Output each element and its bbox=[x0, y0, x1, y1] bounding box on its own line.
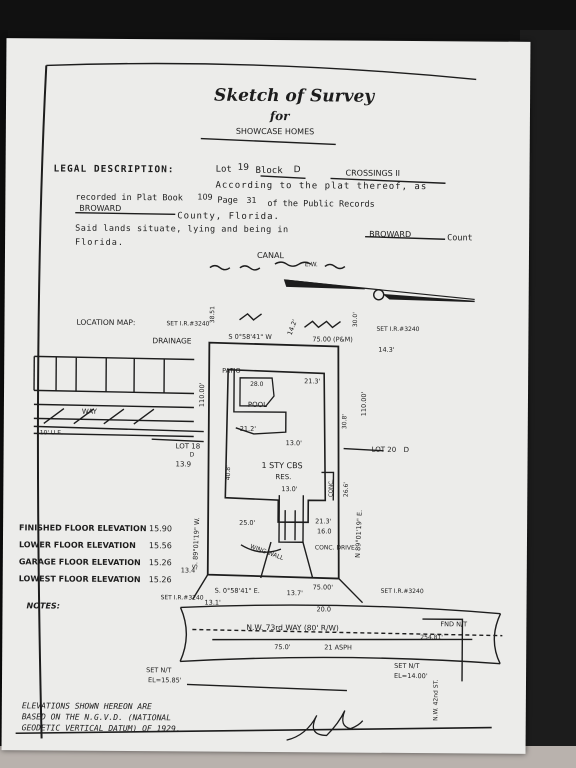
side-street-label: N.W. 42nd ST. bbox=[432, 679, 440, 721]
dark-background-top bbox=[0, 0, 576, 40]
dim-21-2: 21.2' bbox=[239, 424, 257, 433]
easement-label: E.W. bbox=[304, 261, 318, 269]
legal-line-5b: Count bbox=[447, 233, 473, 244]
elevation-left: EL=15.85' bbox=[147, 676, 182, 685]
title-underline bbox=[200, 137, 336, 146]
client-name: SHOWCASE HOMES bbox=[235, 126, 315, 137]
survey-title: Sketch of Survey bbox=[214, 85, 375, 107]
legal-line-2: According to the plat thereof, as bbox=[215, 180, 428, 193]
survey-drawing bbox=[15, 62, 503, 741]
dim-13-7: 13.7' bbox=[286, 589, 303, 598]
lot-20-block: D bbox=[403, 445, 410, 454]
concrete-walk-label: CONC. bbox=[328, 479, 335, 498]
legal-line-4: County, Florida. bbox=[177, 211, 280, 223]
frame-bottom-line bbox=[15, 726, 492, 735]
dim-40-8: 40.8' bbox=[224, 465, 233, 481]
dim-38-51: 38.51 bbox=[209, 306, 217, 324]
dim-30-8: 30.8' bbox=[341, 414, 349, 430]
set-nail-right: SET N/T bbox=[394, 661, 420, 671]
patio-label: PATIO bbox=[222, 366, 241, 375]
footer-line-2: BASED ON THE N.G.V.D. (NATIONAL bbox=[21, 712, 172, 723]
dim-254-81: 254.81' bbox=[420, 634, 443, 642]
left-side-distance: 110.00' bbox=[197, 382, 207, 408]
bottom-bearing: S. 0°58'41" E. bbox=[214, 586, 260, 595]
found-nail-tab: FND N/T bbox=[440, 620, 468, 629]
county-name: BROWARD bbox=[79, 203, 122, 213]
set-iron-rod-top-right: SET I.R.#3240 bbox=[376, 325, 420, 334]
dim-20-0: 20.0 bbox=[316, 605, 332, 614]
set-nail-left: SET N/T bbox=[146, 666, 172, 675]
elevation-label: LOWER FLOOR ELEVATION bbox=[18, 540, 136, 551]
elevation-value: 15.26 bbox=[148, 575, 172, 585]
dim-13-9: 13.9 bbox=[175, 460, 192, 469]
footer-line-1: ELEVATIONS SHOWN HEREON ARE bbox=[21, 701, 152, 712]
dim-26-6: 26.6' bbox=[342, 482, 350, 498]
right-side-distance: 110.00' bbox=[359, 391, 369, 417]
asphalt-label: 21 ASPH bbox=[324, 643, 352, 652]
dim-13-1: 13.1' bbox=[204, 598, 221, 607]
set-iron-rod-bottom-right: SET I.R.#3240 bbox=[380, 587, 424, 596]
pool-label: POOL bbox=[247, 400, 268, 410]
lot-20-label: LOT 20 bbox=[371, 445, 397, 454]
legal-line-3b: of the Public Records bbox=[267, 199, 375, 210]
footer-line-3: GEODETIC VERTICAL DATUM) OF 1929. bbox=[21, 723, 181, 734]
drainage-label: DRAINAGE bbox=[152, 336, 192, 346]
lot-number: 19 bbox=[237, 162, 250, 173]
pool-dimension: 28.0 bbox=[250, 380, 264, 388]
county-name-2: BROWARD bbox=[369, 229, 412, 240]
dim-30-0: 30.0' bbox=[351, 312, 360, 328]
elevation-value: 15.26 bbox=[148, 558, 172, 568]
elevation-right: EL=14.00' bbox=[394, 671, 428, 681]
block-prefix: Block bbox=[255, 165, 283, 177]
block-letter: D bbox=[293, 165, 301, 176]
concrete-drive-label: CONC. DRIVE bbox=[314, 544, 355, 552]
frame-top-line bbox=[46, 62, 477, 81]
canal-label: CANAL bbox=[256, 250, 284, 261]
dim-13-0b: 13.0' bbox=[281, 485, 298, 494]
dim-25-0: 25.0' bbox=[239, 518, 256, 527]
subdivision-name: CROSSINGS II bbox=[345, 168, 401, 178]
dim-13-4: 13.4' bbox=[180, 566, 198, 575]
legal-line-6: Florida. bbox=[75, 237, 125, 249]
elevation-label: FINISHED FLOOR ELEVATION bbox=[19, 523, 147, 534]
top-bearing: S 0°58'41" W bbox=[228, 332, 272, 342]
dim-21-3: 21.3' bbox=[304, 377, 321, 386]
notes-label: NOTES: bbox=[26, 601, 60, 611]
signature-mark bbox=[286, 710, 364, 741]
street-name: N.W. 73rd WAY (80' R/W) bbox=[246, 622, 339, 633]
dim-14-3: 14.3' bbox=[378, 345, 395, 354]
dim-16-0: 16.0 bbox=[317, 527, 332, 536]
residence-label-2: RES. bbox=[275, 473, 292, 482]
lot-prefix: Lot bbox=[215, 164, 232, 175]
set-iron-rod-bottom-left: SET I.R.#3240 bbox=[160, 594, 204, 602]
way-label: WAY bbox=[81, 407, 97, 416]
lot-18-label: LOT 18 bbox=[175, 442, 201, 451]
location-map-label: LOCATION MAP: bbox=[76, 317, 136, 328]
legal-label: LEGAL DESCRIPTION: bbox=[53, 163, 175, 176]
elevation-value: 15.56 bbox=[148, 541, 172, 551]
plat-book: 109 bbox=[197, 192, 213, 202]
house-outline bbox=[224, 368, 327, 524]
legal-line-5a: Said lands situate, lying and being in bbox=[75, 223, 289, 236]
elevation-label: LOWEST FLOOR ELEVATION bbox=[18, 574, 141, 585]
dim-21-3b: 21.3' bbox=[315, 517, 332, 526]
legal-line-3a: recorded in Plat Book bbox=[75, 192, 183, 204]
elevation-label: GARAGE FLOOR ELEVATION bbox=[18, 557, 141, 568]
page-number: 31 bbox=[246, 195, 257, 205]
lot-18-block: D bbox=[189, 451, 195, 459]
street-width: 75.0' bbox=[274, 643, 291, 652]
residence-label-1: 1 STY CBS bbox=[261, 460, 303, 471]
bottom-distance: 75.00' bbox=[312, 583, 334, 592]
set-iron-rod-top-left: SET I.R.#3240 bbox=[166, 320, 210, 328]
elevation-value: 15.90 bbox=[149, 524, 173, 534]
pool-outline bbox=[239, 377, 275, 407]
survey-paper: Sketch of Survey for SHOWCASE HOMES LEGA… bbox=[1, 38, 531, 754]
ue-left-label: 10' U.E. bbox=[39, 429, 63, 437]
right-bearing: N 89°01'19" E. bbox=[353, 509, 364, 559]
dim-13-0: 13.0' bbox=[285, 439, 302, 448]
top-distance: 75.00 (P&M) bbox=[312, 335, 353, 344]
frame-left-line bbox=[36, 65, 48, 739]
page-label: Page bbox=[217, 195, 238, 206]
for-label: for bbox=[269, 109, 290, 124]
